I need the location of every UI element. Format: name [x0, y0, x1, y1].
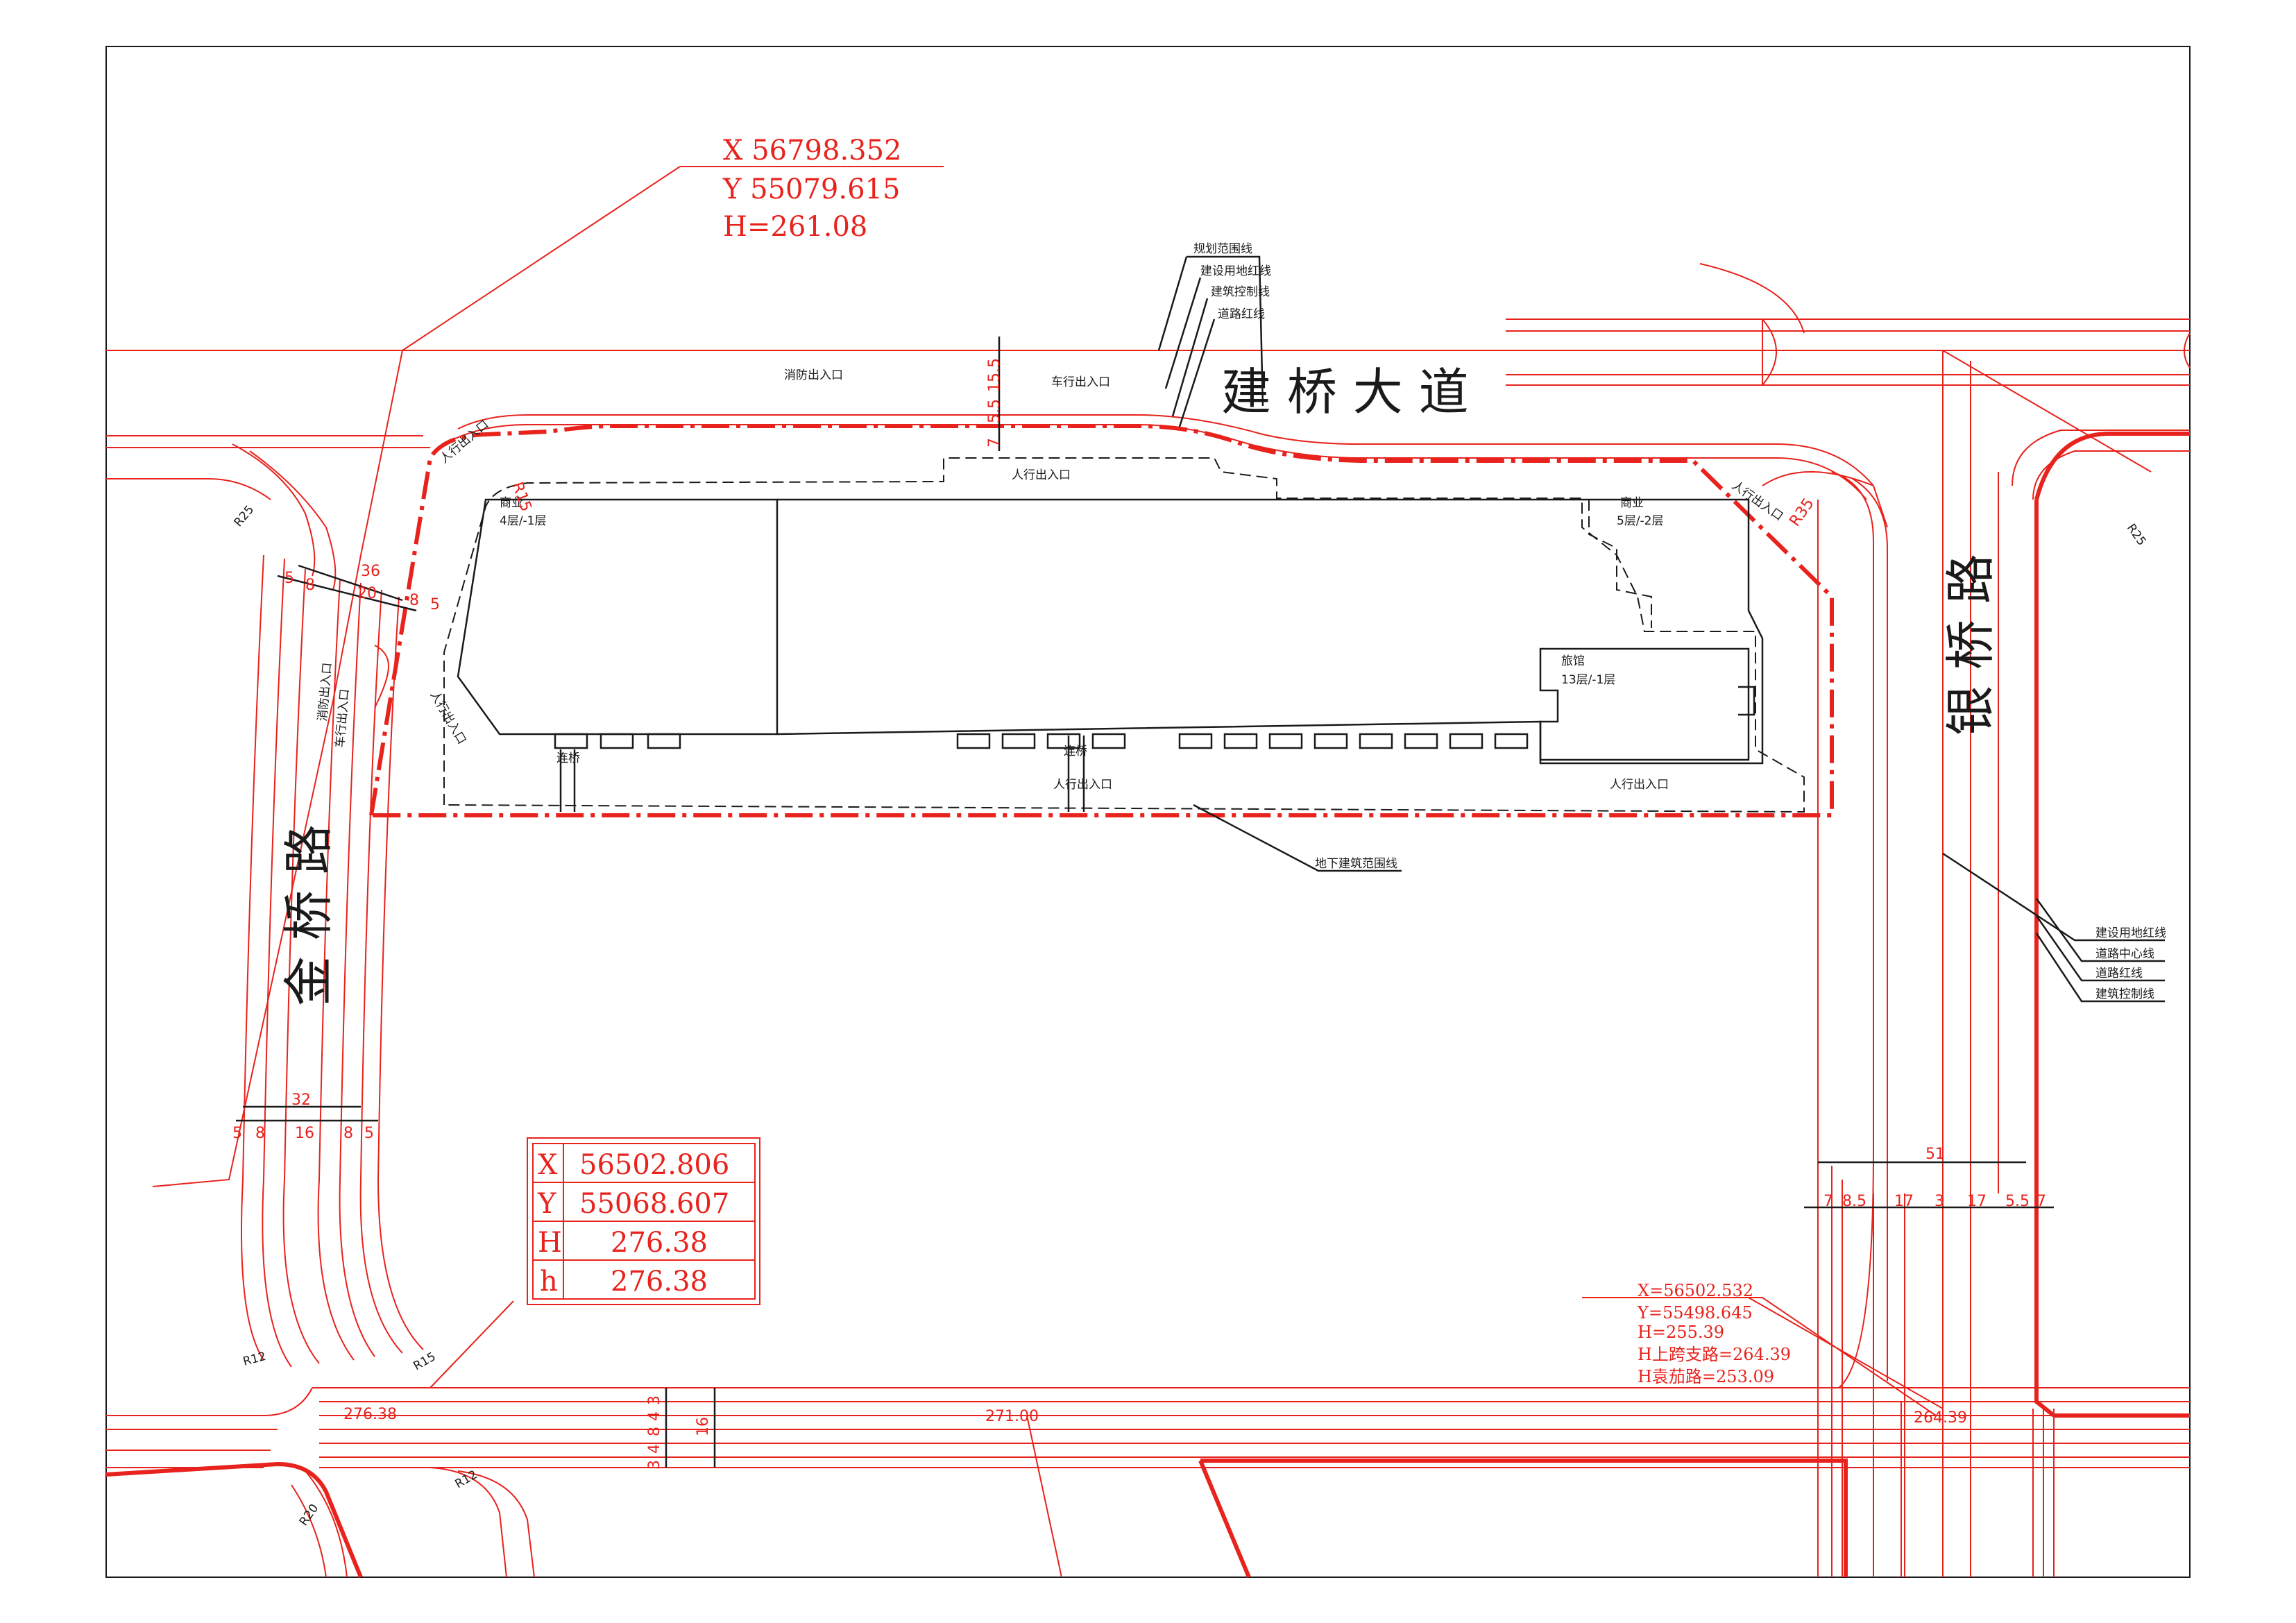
- underground-label: 地下建筑范围线: [1315, 857, 1397, 871]
- dim-west-top-p1: 8: [305, 577, 315, 594]
- dim-west-bot-p0: 5: [232, 1125, 242, 1142]
- ct-k0: X: [538, 1149, 558, 1181]
- dim-south-3: 4: [646, 1444, 663, 1454]
- legend-top-2: 建筑控制线: [1211, 285, 1270, 299]
- entrance-ped-west: 人行出入口: [427, 689, 469, 747]
- dim-south-5: 16: [695, 1417, 712, 1436]
- ct-v2: 276.38: [611, 1227, 708, 1259]
- elev-sw: 276.38: [343, 1406, 397, 1423]
- leaders: [430, 166, 2165, 1578]
- road-name-east: 银 桥 路: [1941, 554, 2000, 736]
- dim-north-0: 7: [986, 438, 1003, 448]
- cp-right-line-3: H上跨支路=264.39: [1638, 1345, 1791, 1364]
- dim-west-top-p4: 5: [430, 596, 440, 613]
- bldg-west-name: 商业: [500, 496, 523, 510]
- cp-top-y: Y 55079.615: [722, 173, 900, 205]
- bldg-west-floors: 4层/-1层: [500, 514, 547, 528]
- entrance-ped-north: 人行出入口: [1012, 468, 1071, 482]
- dim-east-p6: 7: [2036, 1193, 2046, 1210]
- dim-south-4: 3: [646, 1460, 663, 1470]
- dim-west-top-p2: 20: [357, 585, 377, 602]
- buildings: [457, 498, 1764, 812]
- red-lines: [105, 432, 2190, 1579]
- radius-r12-s: R12: [453, 1468, 480, 1491]
- legend-right-2: 道路红线: [2095, 967, 2143, 980]
- dim-west-bot-total: 32: [291, 1091, 311, 1109]
- dim-east-p1: 8.5: [1842, 1193, 1866, 1210]
- dim-south-1: 4: [646, 1411, 663, 1421]
- bldg-east-name: 商业: [1620, 496, 1644, 510]
- dim-east-total: 51: [1925, 1146, 1945, 1163]
- ct-k3: h: [540, 1266, 558, 1298]
- cp-right-line-2: H=255.39: [1638, 1323, 1724, 1342]
- radius-r25-ne: R25: [2124, 521, 2149, 548]
- road-name-west: 金 桥 路: [280, 824, 338, 1006]
- bldg-hotel-floors: 13层/-1层: [1561, 673, 1615, 687]
- dim-west-top-p3: 8: [409, 592, 419, 609]
- cp-right-line-0: X=56502.532: [1638, 1281, 1753, 1300]
- cp-top-x: X 56798.352: [723, 135, 902, 167]
- cp-right-line-4: H袁茄路=253.09: [1638, 1367, 1774, 1386]
- control-point-right: X=56502.532 Y=55498.645 H=255.39 H上跨支路=2…: [1637, 1281, 1791, 1386]
- dim-east-p5: 5.5: [2005, 1193, 2030, 1210]
- ct-k1: Y: [537, 1188, 556, 1220]
- radius-r35-ne: R35: [1786, 495, 1817, 530]
- dim-south-0: 3: [646, 1395, 663, 1405]
- dim-east-p2: 17: [1894, 1193, 1914, 1210]
- dim-west-bot-p2: 16: [295, 1125, 314, 1142]
- dim-north-2: 15.5: [986, 358, 1003, 392]
- dim-south-2: 8: [646, 1427, 663, 1436]
- site-boundary: [368, 424, 1834, 817]
- dim-north-1: 5.5: [986, 399, 1003, 423]
- entrance-ped-ne: 人行出入口: [1729, 479, 1785, 524]
- entrance-vehicle-north: 车行出入口: [1051, 375, 1110, 389]
- bldg-east-floors: 5层/-2层: [1617, 514, 1664, 528]
- dim-west-bot-p3: 8: [343, 1125, 353, 1142]
- underground-range: [443, 457, 1805, 813]
- radius-r25-nw: R25: [232, 503, 257, 529]
- entrance-vehicle-west: 车行出入口: [333, 688, 352, 748]
- legend-top-3: 道路红线: [1218, 307, 1265, 321]
- road-name-north: 建 桥 大 道: [1221, 363, 1469, 421]
- legend-top-1: 建设用地红线: [1200, 264, 1271, 278]
- bridge-west: 连桥: [556, 751, 580, 765]
- drawing-frame: [105, 46, 2191, 1578]
- road-lines: [106, 166, 2191, 1578]
- ct-v0: 56502.806: [579, 1149, 729, 1181]
- cp-top-h: H=261.08: [723, 211, 867, 243]
- bridge-mid: 连桥: [1064, 745, 1087, 758]
- entrance-fire-west: 消防出入口: [316, 662, 334, 722]
- dim-east-p0: 7: [1823, 1193, 1833, 1210]
- radius-r20-s: R20: [297, 1502, 322, 1529]
- cp-right-line-1: Y=55498.645: [1637, 1303, 1753, 1323]
- radius-r12-w: R12: [241, 1350, 267, 1369]
- radius-r15-sw: R15: [411, 1350, 439, 1373]
- dim-east-p4: 17: [1967, 1193, 1987, 1210]
- ct-k2: H: [538, 1227, 562, 1259]
- entrance-ped-south-mid: 人行出入口: [1053, 778, 1112, 792]
- legend-top-0: 规划范围线: [1193, 242, 1252, 256]
- dim-west-bot-p1: 8: [255, 1125, 265, 1142]
- dim-west-top-p0: 5: [284, 570, 294, 587]
- legend-right-1: 道路中心线: [2095, 947, 2154, 961]
- elev-se: 264.39: [1914, 1409, 1967, 1427]
- dimension-lines: [236, 337, 2054, 1468]
- entrance-fire-north: 消防出入口: [784, 368, 843, 382]
- dim-east-p3: 3: [1934, 1193, 1944, 1210]
- dim-west-bot-p4: 5: [364, 1125, 374, 1142]
- legend-right-0: 建设用地红线: [2095, 926, 2166, 940]
- bldg-hotel-name: 旅馆: [1561, 654, 1585, 668]
- control-table: X 56502.806 Y 55068.607 H 276.38 h 276.3…: [527, 1137, 760, 1305]
- entrance-ped-south-east: 人行出入口: [1610, 778, 1669, 792]
- legend-right-3: 建筑控制线: [2095, 987, 2154, 1001]
- ct-v3: 276.38: [611, 1266, 708, 1298]
- dim-west-top-total: 36: [361, 563, 380, 580]
- ct-v1: 55068.607: [579, 1188, 729, 1220]
- elev-mid: 271.00: [985, 1408, 1039, 1425]
